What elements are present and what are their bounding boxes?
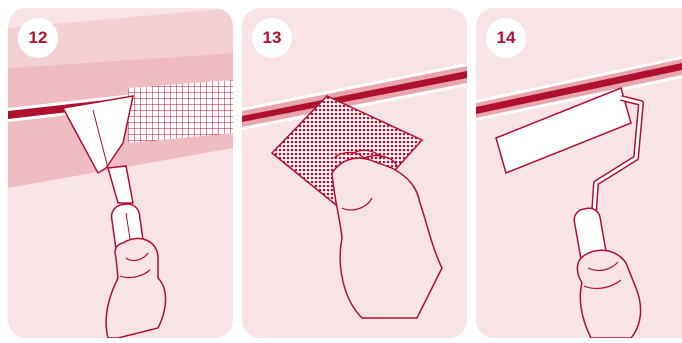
step-number-badge: 13 <box>252 18 292 58</box>
step-number-badge: 14 <box>486 18 526 58</box>
step-panel-12: 12 <box>8 8 233 338</box>
step-panel-13: 13 <box>242 8 467 338</box>
step-number-badge: 12 <box>18 18 58 58</box>
step-panel-14: 14 <box>476 8 682 338</box>
